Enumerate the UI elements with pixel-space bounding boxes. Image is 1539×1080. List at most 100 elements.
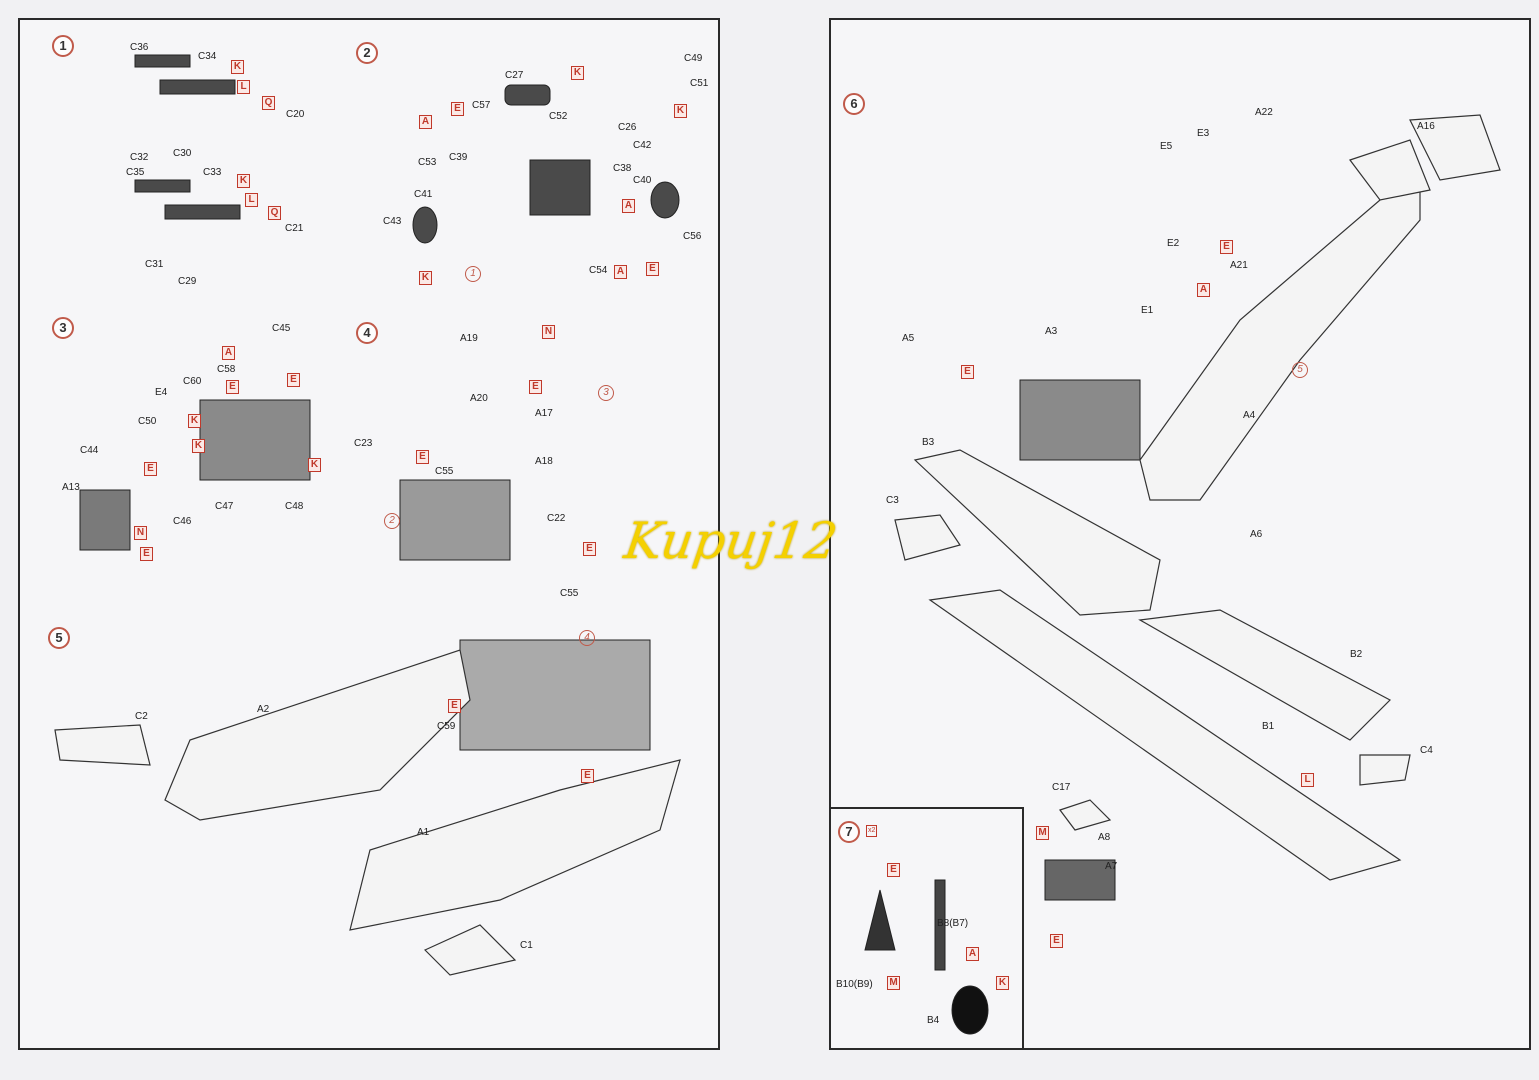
step-number: 3 xyxy=(52,317,74,339)
paint-color-callout: N xyxy=(134,526,147,540)
part-label: C21 xyxy=(285,223,304,234)
part-label: C35 xyxy=(126,167,145,178)
part-label: C1 xyxy=(520,940,533,951)
part-a13 xyxy=(79,489,131,551)
part-label: C51 xyxy=(690,78,709,89)
part-label: C17 xyxy=(1052,782,1071,793)
part-label: E5 xyxy=(1160,141,1173,152)
paint-color-callout: E xyxy=(529,380,542,394)
paint-color-callout: A xyxy=(222,346,235,360)
paint-color-callout: A xyxy=(966,947,979,961)
part-label: B3 xyxy=(922,437,935,448)
part-label: C2 xyxy=(135,711,148,722)
part-label: B10(B9) xyxy=(836,979,873,990)
part-label: A3 xyxy=(1045,326,1058,337)
paint-color-callout: K xyxy=(237,174,250,188)
rudder-a16 xyxy=(1409,114,1501,181)
fuselage-assembled xyxy=(1139,179,1421,501)
part-label: C4 xyxy=(1420,745,1433,756)
part-c34 xyxy=(159,79,236,95)
part-c40 xyxy=(650,181,680,219)
part-label: C57 xyxy=(472,100,491,111)
stabilizer-c xyxy=(1349,139,1431,201)
step-reference: 1 xyxy=(465,266,481,282)
part-label: B2 xyxy=(1350,649,1363,660)
part-label: C54 xyxy=(589,265,608,276)
part-label: C20 xyxy=(286,109,305,120)
part-b10 xyxy=(864,889,896,951)
part-label: E3 xyxy=(1197,128,1210,139)
step-number: 5 xyxy=(48,627,70,649)
part-c36 xyxy=(134,54,191,68)
part-label: A17 xyxy=(535,408,553,419)
paint-color-callout: E xyxy=(961,365,974,379)
paint-color-callout: M xyxy=(1036,826,1049,840)
part-label: C38 xyxy=(613,163,632,174)
part-label: C47 xyxy=(215,501,234,512)
part-label: C60 xyxy=(183,376,202,387)
part-label: C42 xyxy=(633,140,652,151)
paint-color-callout: K xyxy=(188,414,201,428)
part-label: A16 xyxy=(1417,121,1435,132)
part-label: C58 xyxy=(217,364,236,375)
wing-upper-b2 xyxy=(1138,609,1391,741)
part-label: A19 xyxy=(460,333,478,344)
part-c3 xyxy=(894,514,961,561)
part-label: A6 xyxy=(1250,529,1263,540)
part-label: C41 xyxy=(414,189,433,200)
part-label: A21 xyxy=(1230,260,1248,271)
step-number: 6 xyxy=(843,93,865,115)
paint-color-callout: E xyxy=(646,262,659,276)
step-number: 4 xyxy=(356,322,378,344)
part-label: C49 xyxy=(684,53,703,64)
paint-color-callout: A xyxy=(419,115,432,129)
part-label: B4 xyxy=(927,1015,940,1026)
part-label: A1 xyxy=(417,827,430,838)
part-a7 xyxy=(1044,859,1116,901)
part-label: C3 xyxy=(886,495,899,506)
paint-color-callout: K xyxy=(674,104,687,118)
paint-color-callout: E xyxy=(1050,934,1063,948)
paint-color-callout: K xyxy=(192,439,205,453)
fuselage-half-a2 xyxy=(164,649,471,821)
part-c47 xyxy=(199,399,311,481)
wheel-b4 xyxy=(951,985,989,1035)
part-label: A18 xyxy=(535,456,553,467)
part-c2 xyxy=(54,724,151,766)
step-reference: 5 xyxy=(1292,362,1308,378)
part-c17 xyxy=(1059,799,1112,831)
part-label: A5 xyxy=(902,333,915,344)
part-b8 xyxy=(934,879,946,971)
engine-drawing xyxy=(399,479,511,561)
paint-color-callout: E xyxy=(287,373,300,387)
paint-color-callout: E xyxy=(887,863,900,877)
part-label: A22 xyxy=(1255,107,1273,118)
part-label: C46 xyxy=(173,516,192,527)
part-c27 xyxy=(504,84,551,106)
paint-color-callout: L xyxy=(245,193,258,207)
wing-lower-b1 xyxy=(928,589,1402,881)
paint-color-callout: E xyxy=(583,542,596,556)
part-label: C31 xyxy=(145,259,164,270)
paint-color-callout: E xyxy=(581,769,594,783)
engine-installed-drawing xyxy=(1019,379,1141,461)
part-c38 xyxy=(529,159,591,216)
step-number: 2 xyxy=(356,42,378,64)
step7-subpanel xyxy=(829,807,1024,1050)
part-label: C55 xyxy=(435,466,454,477)
paint-color-callout: E xyxy=(416,450,429,464)
part-c41 xyxy=(412,206,438,244)
paint-color-callout: Q xyxy=(268,206,281,220)
step-reference: 4 xyxy=(579,630,595,646)
quantity-badge: x2 xyxy=(866,825,878,837)
part-label: C48 xyxy=(285,501,304,512)
part-label: E1 xyxy=(1141,305,1154,316)
paint-color-callout: K xyxy=(996,976,1009,990)
paint-color-callout: E xyxy=(448,699,461,713)
paint-color-callout: A xyxy=(614,265,627,279)
part-label: C50 xyxy=(138,416,157,427)
paint-color-callout: L xyxy=(237,80,250,94)
part-c4 xyxy=(1359,754,1411,786)
paint-color-callout: A xyxy=(1197,283,1210,297)
